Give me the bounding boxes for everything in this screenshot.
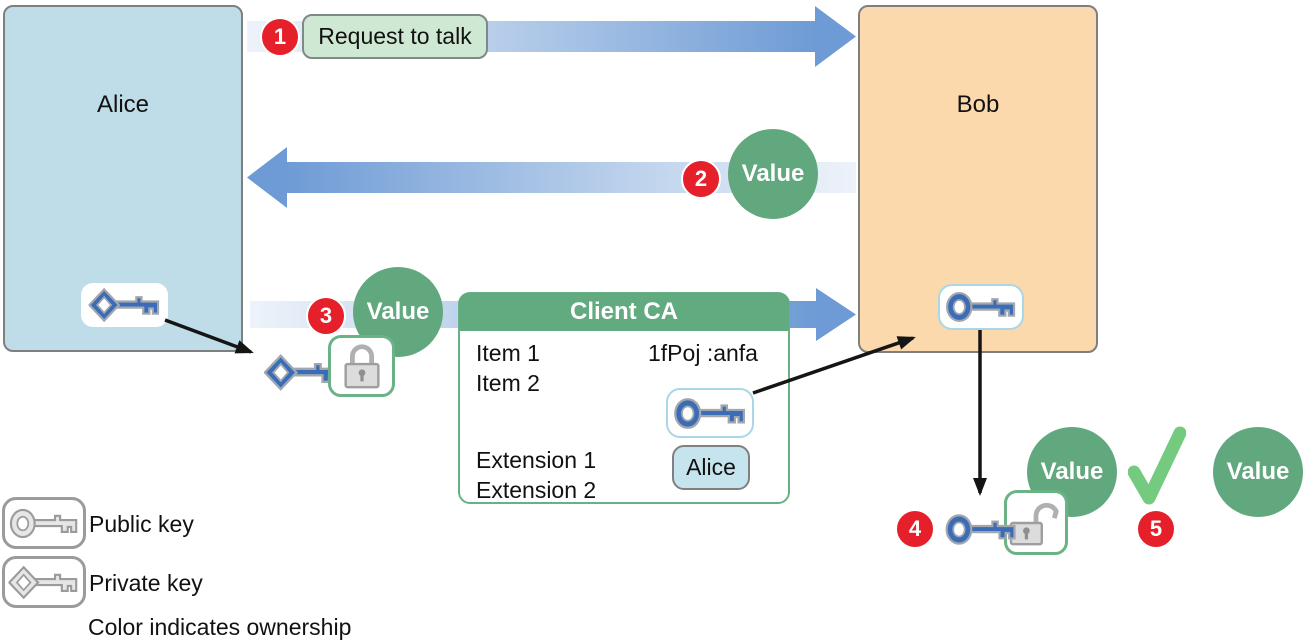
- certificate-title: Client CA: [459, 293, 789, 331]
- value-label-step-2: Value: [741, 160, 805, 187]
- legend-private-key-container: [2, 556, 86, 608]
- value-label-step-3: Value: [366, 298, 430, 325]
- legend-public-key-container: [2, 497, 86, 549]
- legend-public-key-label: Public key: [89, 511, 194, 537]
- public-key-icon: [944, 509, 1018, 550]
- decrypted-value-lock-container: [1004, 490, 1068, 555]
- request-to-talk-label: Request to talk: [318, 23, 472, 49]
- certificate-item-1: Item 1: [476, 340, 540, 366]
- value-label-step-4: Value: [1040, 458, 1104, 485]
- step-4-number: 4: [908, 516, 922, 541]
- bob-received-public-key-container: [938, 284, 1024, 330]
- step-2-badge: 2: [681, 159, 721, 199]
- padlock-closed-icon: [340, 341, 384, 391]
- certificate-box: Client CA Item 1 Item 2 1fPoj :anfa Alic…: [458, 292, 790, 504]
- alice-private-key-container: [81, 283, 168, 327]
- private-key-icon: [8, 563, 80, 602]
- public-key-icon: [672, 393, 748, 434]
- certificate-subject-label: Alice: [686, 454, 736, 480]
- certificate-subject-chip: Alice: [672, 445, 750, 490]
- encrypted-value-lock-container: [328, 335, 395, 397]
- checkmark-icon: [1128, 426, 1186, 505]
- request-arrow-head-icon: [815, 6, 856, 67]
- step-1-badge: 1: [260, 17, 300, 57]
- step-3-number: 3: [319, 303, 333, 328]
- step-1-number: 1: [273, 24, 287, 49]
- value-circle-step-2: Value: [728, 129, 818, 219]
- value-return-arrow-head-icon: [247, 147, 287, 208]
- step-5-number: 5: [1149, 516, 1163, 541]
- step-4-badge: 4: [895, 509, 935, 549]
- certificate-public-key-container: [666, 388, 754, 438]
- request-to-talk-chip: Request to talk: [302, 14, 488, 59]
- certificate-signature: 1fPoj :anfa: [648, 340, 758, 366]
- value-label-step-5: Value: [1226, 458, 1290, 485]
- alice-box: Alice: [3, 5, 243, 352]
- step-3-badge: 3: [306, 296, 346, 336]
- step-5-badge: 5: [1136, 509, 1176, 549]
- alice-label: Alice: [96, 91, 150, 118]
- bob-label: Bob: [956, 91, 1000, 118]
- certificate-item-2: Item 2: [476, 370, 540, 396]
- public-key-icon: [944, 287, 1018, 327]
- step-2-number: 2: [694, 166, 708, 191]
- legend-private-key-label: Private key: [89, 570, 203, 596]
- private-key-icon: [88, 285, 162, 325]
- bob-box: Bob: [858, 5, 1098, 353]
- value-circle-step-5: Value: [1213, 427, 1303, 517]
- legend-ownership-note: Color indicates ownership: [88, 614, 352, 640]
- certificate-send-arrow-head-icon: [816, 288, 856, 341]
- certificate-extension-1: Extension 1: [476, 447, 597, 473]
- public-key-icon: [8, 504, 80, 543]
- certificate-extension-2: Extension 2: [476, 477, 597, 503]
